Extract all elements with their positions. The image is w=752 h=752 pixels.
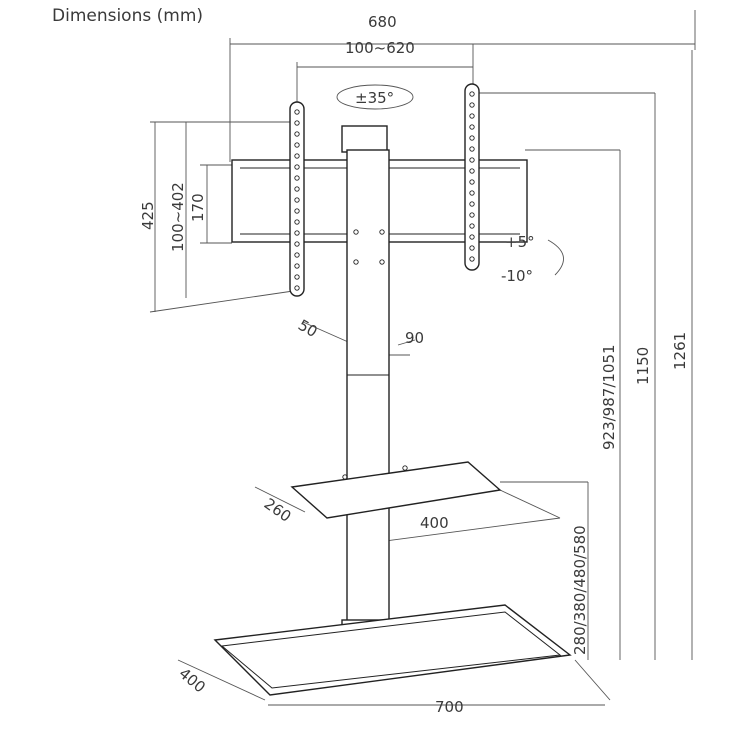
- bracket-hole: [294, 153, 300, 159]
- label-height-1261: 1261: [671, 332, 689, 370]
- bracket-hole: [469, 201, 475, 207]
- label-shelf-heights: 280/380/480/580: [571, 525, 589, 655]
- label-vesa-vertical: 100~402: [169, 182, 187, 252]
- label-base-depth: 400: [175, 664, 209, 696]
- vertical-bracket-left: [289, 101, 305, 297]
- column: [341, 149, 393, 637]
- bracket-hole: [294, 197, 300, 203]
- label-mount-heights: 923/987/1051: [600, 344, 618, 450]
- bracket-hole: [469, 91, 475, 97]
- bracket-hole: [402, 465, 408, 471]
- bracket-hole: [379, 229, 385, 235]
- bracket-hole: [294, 120, 300, 126]
- bracket-hole: [469, 135, 475, 141]
- bracket-hole: [469, 124, 475, 130]
- bracket-holes: [294, 91, 475, 480]
- bracket-hole: [294, 263, 300, 269]
- bracket-hole: [469, 256, 475, 262]
- label-shelf-depth: 260: [261, 495, 295, 526]
- label-bracket-spacing: 100~620: [345, 39, 415, 57]
- bracket-hole: [469, 223, 475, 229]
- label-overall-width: 680: [368, 13, 397, 31]
- bracket-hole: [469, 179, 475, 185]
- bracket-hole: [342, 474, 348, 480]
- vertical-bracket-right: [464, 83, 480, 271]
- bracket-hole: [469, 157, 475, 163]
- label-height-1150: 1150: [634, 347, 652, 385]
- label-base-width: 700: [435, 698, 464, 716]
- bracket-hole: [469, 212, 475, 218]
- bracket-hole: [294, 175, 300, 181]
- bracket-hole: [294, 142, 300, 148]
- glass-shelf: [290, 461, 502, 519]
- label-bracket-height: 425: [139, 201, 157, 230]
- bracket-hole: [294, 285, 300, 291]
- bracket-hole: [469, 190, 475, 196]
- bracket-hole: [469, 168, 475, 174]
- tilt-arrow-icon: [547, 239, 564, 276]
- bracket-hole: [294, 241, 300, 247]
- bracket-hole: [294, 186, 300, 192]
- bracket-hole: [469, 245, 475, 251]
- bracket-hole: [294, 164, 300, 170]
- label-column-depth: 50: [295, 316, 321, 341]
- bracket-hole: [294, 131, 300, 137]
- bracket-hole: [294, 274, 300, 280]
- label-shelf-width: 400: [420, 514, 449, 532]
- bracket-hole: [469, 234, 475, 240]
- swivel-arrow-icon: [336, 84, 414, 110]
- page-title: Dimensions (mm): [52, 6, 204, 26]
- label-column-width: 90: [405, 329, 424, 347]
- label-tilt-up: +5°: [505, 233, 535, 251]
- bracket-hole: [294, 208, 300, 214]
- bracket-hole: [353, 259, 359, 265]
- label-swivel: ±35°: [355, 89, 394, 107]
- base-plate: [213, 604, 572, 696]
- bracket-hole: [294, 219, 300, 225]
- label-tilt-down: -10°: [501, 267, 533, 285]
- bracket-hole: [469, 113, 475, 119]
- bracket-hole: [469, 102, 475, 108]
- bracket-hole: [379, 259, 385, 265]
- bracket-hole: [294, 252, 300, 258]
- bracket-hole: [294, 230, 300, 236]
- bracket-hole: [353, 229, 359, 235]
- bracket-hole: [294, 109, 300, 115]
- bracket-hole: [469, 146, 475, 152]
- label-rail-height: 170: [189, 193, 207, 222]
